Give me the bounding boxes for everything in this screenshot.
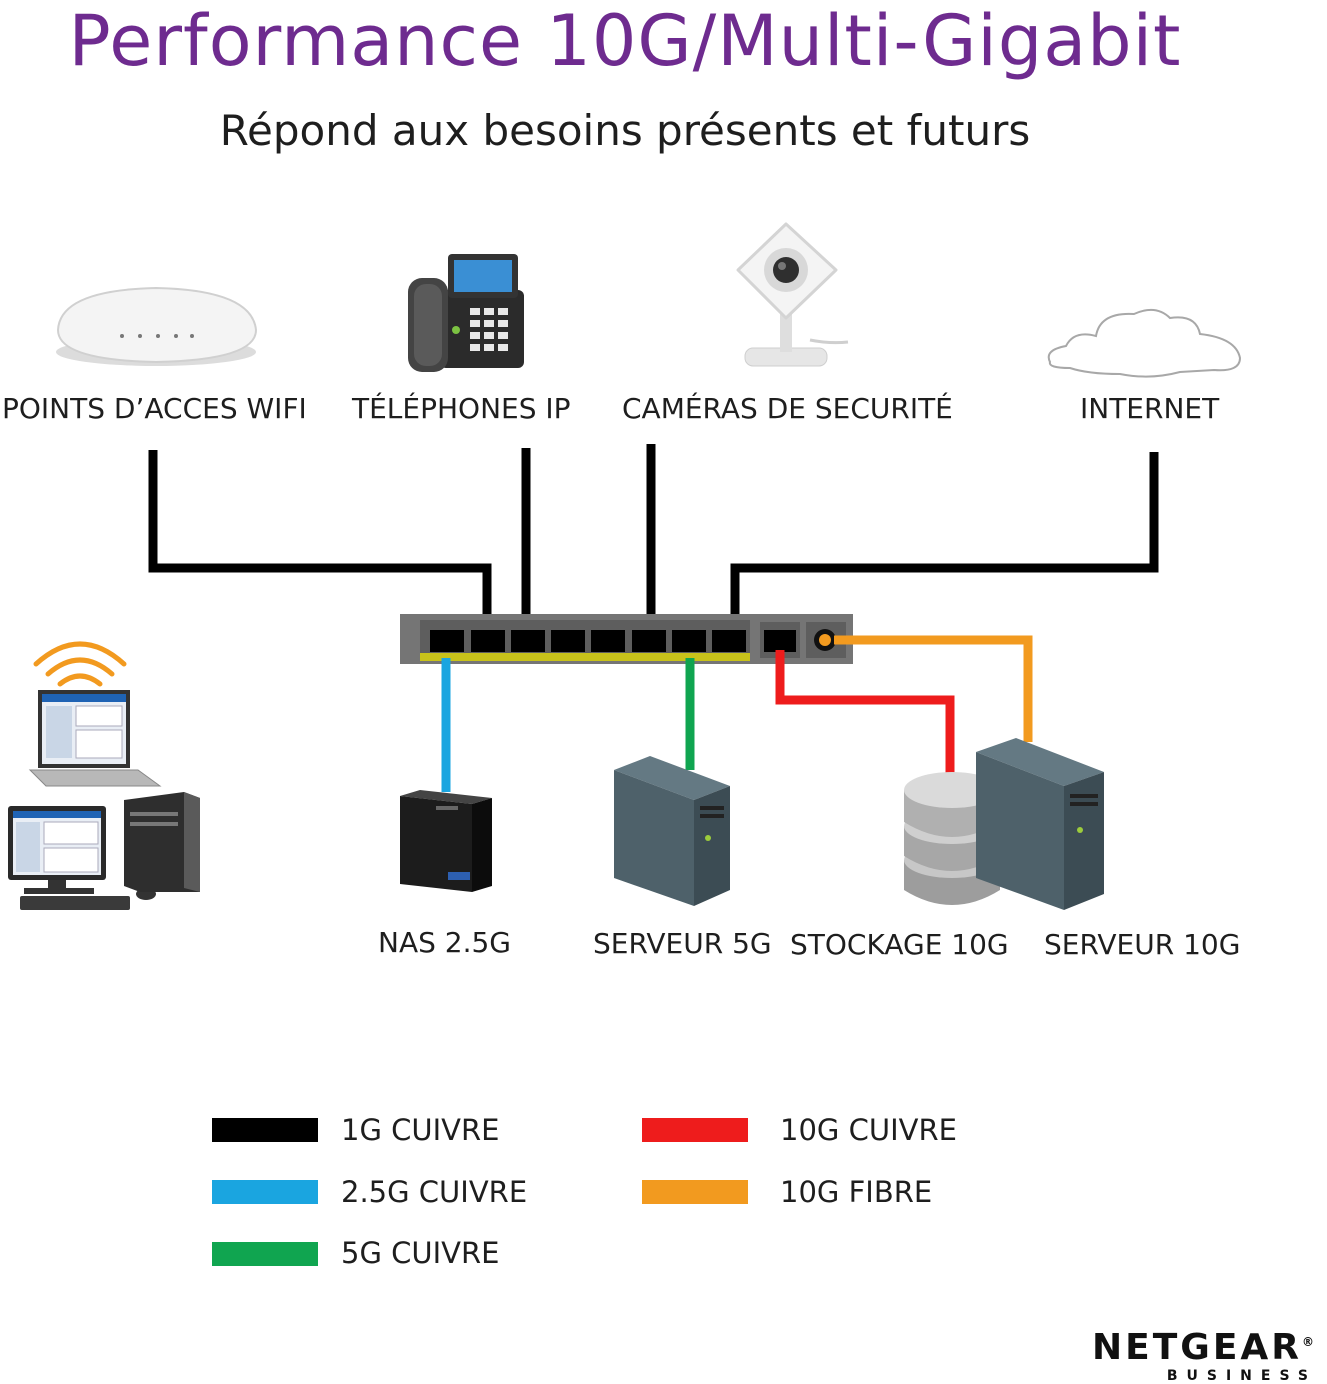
laptop-icon [28, 690, 162, 787]
netgear-business-logo: NETGEAR® BUSINESS [1092, 1322, 1317, 1384]
internet-cloud-icon [1047, 308, 1242, 378]
legend-label-2-5g: 2.5G CUIVRE [341, 1175, 528, 1209]
page-title: Performance 10G/Multi-Gigabit [68, 0, 1182, 82]
label-ip-phones: TÉLÉPHONES IP [352, 392, 571, 425]
server-5g-icon [614, 756, 730, 906]
legend-swatch-10g-fiber [642, 1180, 748, 1204]
wifi-signal-icon [33, 641, 127, 687]
label-server-5g: SERVEUR 5G [593, 927, 772, 960]
ip-phone-icon [408, 254, 524, 372]
nas-icon [400, 790, 492, 892]
label-nas: NAS 2.5G [378, 926, 511, 959]
security-camera-icon [736, 222, 849, 367]
legend-swatch-10g-copper [642, 1118, 748, 1142]
cable-10g-fiber [834, 635, 1033, 742]
desktop-computer-icon [8, 792, 200, 910]
network-switch [400, 614, 853, 664]
logo-registered-mark: ® [1302, 1335, 1317, 1349]
label-internet: INTERNET [1080, 392, 1220, 425]
legend-label-1g: 1G CUIVRE [341, 1113, 500, 1147]
wifi-access-point-icon [56, 286, 258, 366]
label-server-10g: SERVEUR 10G [1044, 928, 1241, 961]
cable-1g-group [148, 444, 1159, 632]
cable-wifi [148, 450, 492, 632]
label-storage-10g: STOCKAGE 10G [790, 928, 1009, 961]
legend-swatch-1g [212, 1118, 318, 1142]
legend-label-5g: 5G CUIVRE [341, 1236, 500, 1270]
label-security-cameras: CAMÉRAS DE SECURITÉ [622, 392, 953, 425]
server-10g-icon [976, 738, 1104, 910]
logo-subtitle: BUSINESS [1166, 1368, 1317, 1384]
logo-brand: NETGEAR [1092, 1327, 1302, 1368]
page-subtitle: Répond aux besoins présents et futurs [219, 106, 1031, 155]
label-wifi-access-points: POINTS D’ACCES WIFI [2, 392, 307, 425]
legend-label-10g-fiber: 10G FIBRE [780, 1175, 933, 1209]
cable-10g-copper [775, 650, 955, 774]
legend-swatch-5g [212, 1242, 318, 1266]
cable-internet [730, 452, 1159, 632]
legend-swatch-2-5g [212, 1180, 318, 1204]
legend-label-10g-copper: 10G CUIVRE [780, 1113, 957, 1147]
